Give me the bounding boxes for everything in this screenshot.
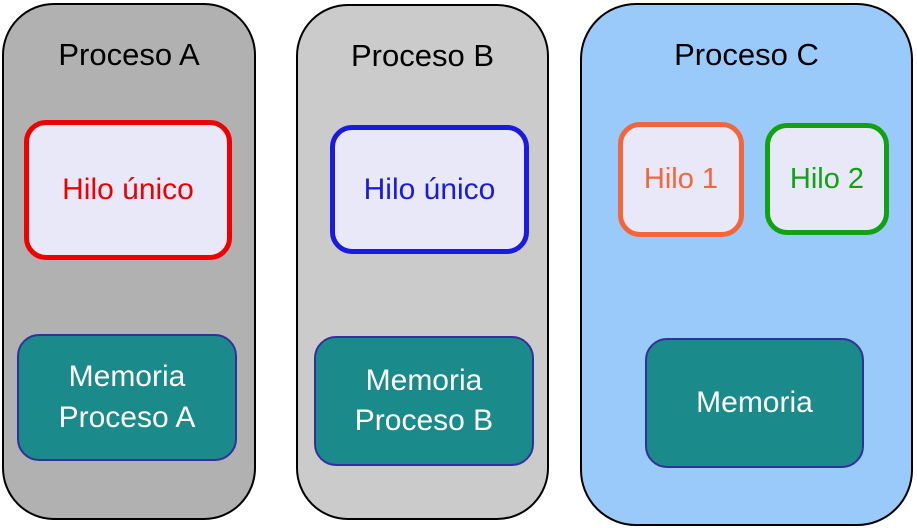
thread-box-b-hilo-unico: Hilo único <box>330 125 529 254</box>
memory-label-line: Memoria <box>365 363 483 397</box>
thread-label: Hilo único <box>62 173 194 206</box>
process-c-container: Proceso C Hilo 1 Hilo 2 Memoria <box>580 3 913 526</box>
memory-label-line: Memoria <box>696 385 813 419</box>
memory-box-c: Memoria <box>645 338 864 468</box>
process-a-title: Proceso A <box>58 37 200 72</box>
thread-box-c-hilo-1: Hilo 1 <box>618 122 744 237</box>
memory-box-b: Memoria Proceso B <box>314 336 534 466</box>
thread-box-c-hilo-2: Hilo 2 <box>765 123 889 235</box>
thread-label: Hilo 1 <box>643 163 719 195</box>
thread-label: Hilo 2 <box>789 162 865 195</box>
memory-box-a: Memoria Proceso A <box>17 334 237 461</box>
process-c-title: Proceso C <box>674 37 819 72</box>
thread-box-a-hilo-unico: Hilo único <box>24 120 232 260</box>
process-b-container: Proceso B Hilo único Memoria Proceso B <box>296 4 549 520</box>
memory-label-line: Proceso A <box>58 400 196 434</box>
process-b-title: Proceso B <box>350 38 494 73</box>
thread-label: Hilo único <box>363 172 496 206</box>
memory-label-line: Proceso B <box>354 404 494 437</box>
process-a-container: Proceso A Hilo único Memoria Proceso A <box>2 3 256 520</box>
memory-label-line: Memoria <box>68 360 186 393</box>
